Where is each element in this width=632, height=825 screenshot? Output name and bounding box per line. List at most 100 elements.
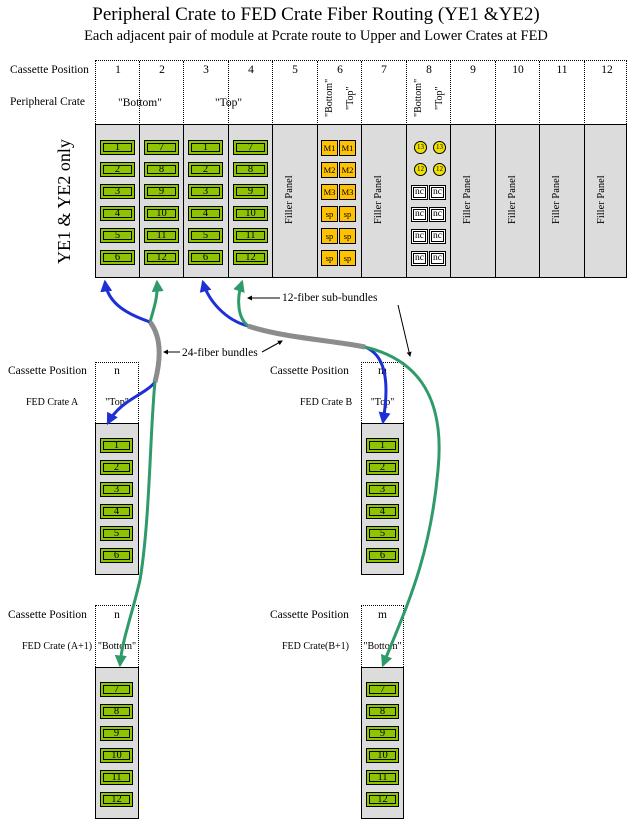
- pcrate-module-col1-5: 5: [100, 228, 135, 243]
- column-number-12: 12: [601, 64, 613, 76]
- peripheral-crate: Filler Panel Filler Panel Filler Panel F…: [95, 124, 627, 278]
- fiber-col4-green: [233, 279, 250, 328]
- column-number-3: 3: [203, 64, 209, 76]
- pcrate-col8-nc-1: nc: [411, 185, 428, 200]
- fed-a1-crate-label: FED Crate (A+1): [22, 641, 93, 652]
- fed-a-position: n: [114, 365, 120, 377]
- column-number-7: 7: [381, 64, 387, 76]
- fed-b-crate-module-5: 5: [366, 526, 399, 541]
- fed-b-crate-module-6: 6: [366, 548, 399, 563]
- fed-b1-crate-label: FED Crate(B+1): [282, 641, 350, 652]
- fed-a1-crate-module-6: 12: [100, 792, 133, 807]
- pcrate-module-col2-1: 7: [144, 140, 179, 155]
- pcrate-col6-right-1: M1: [339, 140, 356, 156]
- cassette-position-label: Cassette Position: [10, 64, 89, 76]
- pcrate-col6-right-3: M3: [339, 184, 356, 200]
- fed-b1-crate-module-4: 10: [366, 748, 399, 763]
- pcrate-module-col3-3: 3: [188, 184, 223, 199]
- pcrate-col6-left-3: M3: [321, 184, 338, 200]
- top-pair-label: "Top": [214, 97, 243, 109]
- fiber-to-fed-b: [364, 345, 391, 425]
- pcrate-module-col1-3: 3: [100, 184, 135, 199]
- fed-b-crate-module-2: 2: [366, 460, 399, 475]
- pcrate-module-col4-4: 10: [233, 206, 268, 221]
- fed-b-crate-module-4: 4: [366, 504, 399, 519]
- fed-a1-header: n "Bottom": [95, 605, 139, 667]
- fiber-to-fed-a: [106, 381, 157, 426]
- fed-b1-crate-module-3: 9: [366, 726, 399, 741]
- pcrate-col6-right-6: sp: [339, 250, 356, 266]
- pcrate-col8-nc-4: nc: [429, 207, 446, 222]
- fiber-col1-blue: [100, 279, 151, 324]
- pcrate-col8-nc-8: nc: [429, 251, 446, 266]
- column-number-1: 1: [115, 64, 121, 76]
- column-number-2: 2: [159, 64, 165, 76]
- pcrate-col6-left-2: M2: [321, 162, 338, 178]
- pcrate-module-col3-4: 4: [188, 206, 223, 221]
- fed-b-crate-module-3: 3: [366, 482, 399, 497]
- pcrate-col8-circle-2: 13: [433, 141, 446, 154]
- fed-a1-crate-module-5: 11: [100, 770, 133, 785]
- pcrate-col6-left-5: sp: [321, 228, 338, 244]
- fed-b1-cassette-label: Cassette Position: [270, 609, 349, 621]
- fed-a-crate-module-1: 1: [100, 438, 133, 453]
- fed-a-crate-module-4: 4: [100, 504, 133, 519]
- fed-b1-slot-label: "Bottom": [363, 641, 402, 652]
- fed-a1-position: n: [114, 609, 120, 621]
- sub-bundle-arrow-2: [397, 304, 412, 357]
- fed-a-slot-label: "Top": [105, 397, 129, 408]
- pcrate-col6-right-2: M2: [339, 162, 356, 178]
- fed-b-cassette-label: Cassette Position: [270, 365, 349, 377]
- bottom-pair-label: "Bottom": [118, 97, 162, 109]
- fed-b1-crate-module-1: 7: [366, 682, 399, 697]
- peripheral-header-box: 1 2 3 4 5 6 7 8 9 10 11 12 "Bottom" "Top…: [95, 60, 627, 125]
- peripheral-crate-label: Peripheral Crate: [10, 96, 86, 108]
- pcrate-col8-nc-5: nc: [411, 229, 428, 244]
- pcrate-col6-left-1: M1: [321, 140, 338, 156]
- column-number-4: 4: [248, 64, 254, 76]
- pcrate-module-col3-5: 5: [188, 228, 223, 243]
- bundle-24-left: [147, 320, 162, 383]
- bundles-arrow-2: [261, 340, 283, 353]
- fed-b-crate: 1 2 3 4 5 6: [361, 423, 404, 575]
- pcrate-col6-right-5: sp: [339, 228, 356, 244]
- pcrate-module-col4-1: 7: [233, 140, 268, 155]
- fed-a1-slot-label: "Bottom": [97, 641, 137, 652]
- bundles-label: 24-fiber bundles: [182, 347, 258, 359]
- column-number-11: 11: [556, 64, 568, 76]
- fed-b-crate-module-1: 1: [366, 438, 399, 453]
- pcrate-col8-nc-7: nc: [411, 251, 428, 266]
- fed-a1-crate-module-1: 7: [100, 682, 133, 697]
- column-number-10: 10: [512, 64, 524, 76]
- fed-b-crate-label: FED Crate B: [300, 397, 353, 408]
- pcrate-module-col1-2: 2: [100, 162, 135, 177]
- pcrate-module-col4-6: 12: [233, 250, 268, 265]
- pcrate-module-col3-2: 2: [188, 162, 223, 177]
- pcrate-module-col2-3: 9: [144, 184, 179, 199]
- page-subtitle: Each adjacent pair of module at Pcrate r…: [84, 28, 548, 44]
- fed-b1-crate-module-2: 8: [366, 704, 399, 719]
- pcrate-module-col2-2: 8: [144, 162, 179, 177]
- fiber-col2-green: [148, 279, 164, 323]
- fiber-to-fed-b1: [364, 345, 441, 668]
- fed-a1-cassette-label: Cassette Position: [8, 609, 87, 621]
- fed-a1-crate-module-4: 10: [100, 748, 133, 763]
- sub-bundles-label: 12-fiber sub-bundles: [282, 292, 378, 304]
- fed-a-crate-module-6: 6: [100, 548, 133, 563]
- fed-b1-crate: 7 8 9 10 11 12: [361, 667, 404, 819]
- pcrate-module-col3-6: 6: [188, 250, 223, 265]
- column-number-9: 9: [470, 64, 476, 76]
- pcrate-module-col3-1: 1: [188, 140, 223, 155]
- fed-a-header: n "Top": [95, 362, 139, 423]
- fed-b1-crate-module-5: 11: [366, 770, 399, 785]
- fed-a-cassette-label: Cassette Position: [8, 365, 87, 377]
- pcrate-col8-nc-3: nc: [411, 207, 428, 222]
- fed-b1-crate-module-6: 12: [366, 792, 399, 807]
- fed-b-slot-label: "Top": [370, 397, 395, 408]
- pcrate-module-col4-2: 8: [233, 162, 268, 177]
- pcrate-col8-circle-1: 13: [414, 141, 427, 154]
- fed-a-crate-module-2: 2: [100, 460, 133, 475]
